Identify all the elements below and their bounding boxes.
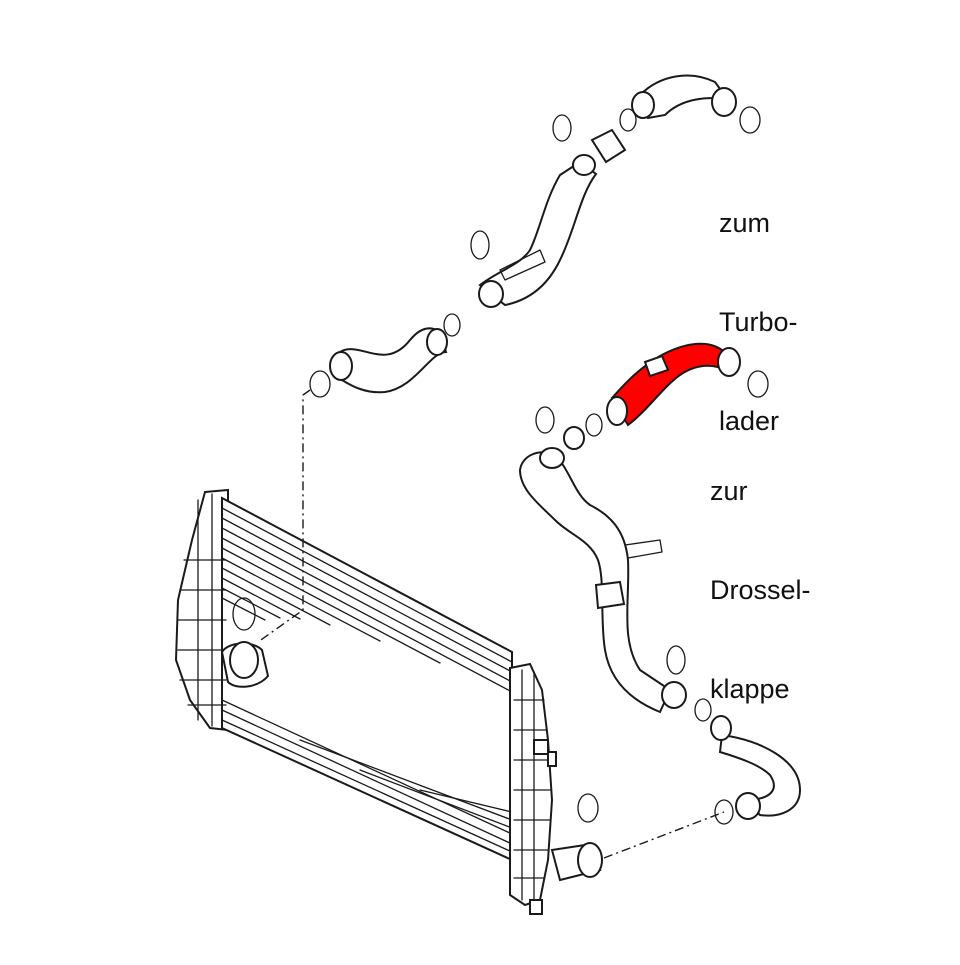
- hose-clamp: [631, 91, 655, 119]
- pipe-mid-rising: [478, 160, 598, 307]
- hose-lower-right: [718, 733, 802, 817]
- o-ring: [747, 370, 769, 398]
- mount-tab: [529, 899, 543, 915]
- intercooler: [174, 488, 557, 915]
- hose-clamp: [572, 154, 596, 176]
- hose-clamp: [329, 351, 353, 381]
- o-ring: [739, 106, 761, 134]
- label-line: zum: [719, 208, 771, 238]
- o-ring: [470, 230, 490, 260]
- o-ring: [585, 413, 603, 437]
- intercooler-right-tank: [509, 662, 554, 907]
- hose-clamp-band: [643, 354, 670, 378]
- intercooler-fins: [221, 507, 513, 853]
- o-ring: [535, 406, 555, 434]
- bracket: [624, 539, 663, 559]
- bracket: [499, 249, 546, 281]
- mount-tab: [547, 751, 557, 767]
- o-ring: [552, 114, 572, 142]
- hose-clamp: [711, 87, 737, 117]
- hose-clamp: [539, 447, 565, 469]
- o-ring: [443, 313, 461, 337]
- label-line: Drossel-: [710, 575, 811, 605]
- o-ring: [694, 698, 712, 722]
- pipe-to-turbo: [220, 74, 761, 688]
- label-to-throttle-valve: zur Drossel- klappe: [710, 409, 811, 739]
- label-line: zur: [710, 476, 748, 506]
- inlet-flange: [229, 641, 259, 679]
- outlet-flange: [577, 842, 603, 878]
- pipe-to-throttle: [518, 342, 802, 882]
- label-line: Turbo-: [719, 307, 798, 337]
- clamp-bracket: [590, 128, 627, 164]
- hose-clamp: [426, 328, 448, 356]
- label-line: klappe: [710, 674, 790, 704]
- o-ring: [577, 793, 599, 823]
- hose-clamp: [606, 396, 628, 426]
- o-ring: [309, 370, 331, 398]
- clamp-bracket: [594, 580, 626, 610]
- pipe-flange: [478, 280, 504, 308]
- label-to-turbocharger: zum Turbo- lader: [719, 141, 798, 471]
- label-line: lader: [719, 406, 780, 436]
- hose-clamp: [563, 426, 585, 450]
- hose-clamp: [735, 792, 761, 820]
- tank-grid: [177, 493, 552, 903]
- mount-tab: [533, 739, 549, 755]
- hose-clamp: [710, 715, 732, 741]
- o-ring: [666, 645, 686, 675]
- inlet-clip: [232, 597, 256, 631]
- o-ring: [714, 799, 734, 825]
- pipe-right-long: [518, 451, 672, 714]
- o-ring: [619, 108, 637, 132]
- guide-lines: [257, 389, 725, 859]
- intercooler-left-tank: [174, 488, 229, 732]
- pipe-flange: [661, 681, 687, 709]
- hose-clamp: [717, 347, 741, 377]
